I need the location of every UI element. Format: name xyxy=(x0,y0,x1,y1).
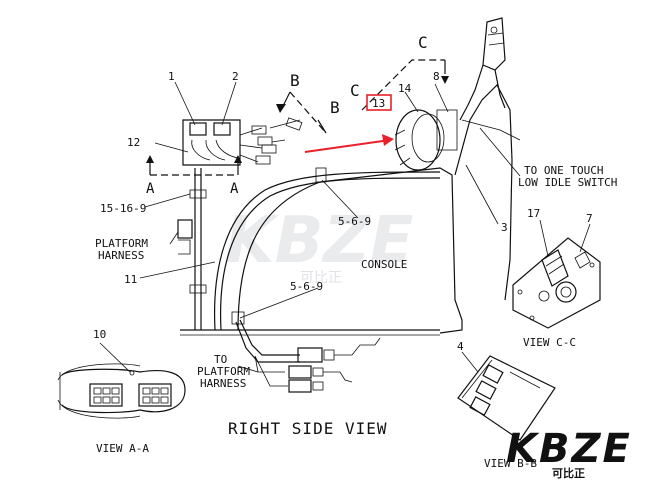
view-a-a-label: VIEW A-A xyxy=(96,442,149,455)
switch-assembly xyxy=(394,109,458,171)
callout-2: 2 xyxy=(232,70,239,83)
callout-17: 17 xyxy=(527,207,540,220)
to-platform-label-1: TO xyxy=(214,353,227,366)
platform-harness-label-1: PLATFORM xyxy=(95,237,148,250)
logo-chinese: 可比正 xyxy=(552,466,585,480)
view-b-b-label: VIEW B-B xyxy=(484,457,537,470)
callout-11: 11 xyxy=(124,273,137,286)
watermark-brand: KBZE xyxy=(225,204,414,278)
callout-13: 13 xyxy=(372,97,385,110)
kbze-logo: KBZE 可比正 xyxy=(506,426,632,480)
console-body: CONSOLE xyxy=(180,83,521,336)
callout-5-6-9-upper: 5-6-9 xyxy=(338,215,371,228)
section-markers: A A B B C C xyxy=(146,33,449,197)
platform-harness-label-2: HARNESS xyxy=(98,249,144,262)
callout-1: 1 xyxy=(168,70,175,83)
highlight-13 xyxy=(304,94,394,153)
callout-13-box xyxy=(366,94,392,111)
view-c-c: 17 7 VIEW C-C xyxy=(512,207,601,349)
section-a-left: A xyxy=(146,181,155,197)
watermark-chinese: 可比正 xyxy=(300,270,342,286)
to-platform-label-3: HARNESS xyxy=(200,377,246,390)
section-b-left: B xyxy=(290,71,300,90)
callout-4: 4 xyxy=(457,340,464,353)
left-harness xyxy=(177,168,207,330)
section-c-right: C xyxy=(418,33,428,52)
view-b-b: 4 VIEW B-B xyxy=(457,340,556,470)
callout-15-16-9: 15-16-9 xyxy=(100,202,146,215)
logo-brand: KBZE xyxy=(506,426,632,472)
platform-connectors xyxy=(254,337,381,393)
view-a-a: 10 VIEW A-A xyxy=(57,328,186,455)
to-platform-label-2: PLATFORM xyxy=(197,365,250,378)
center-watermark: KBZE 可比正 xyxy=(225,204,414,286)
one-touch-label-1: TO ONE TOUCH xyxy=(524,164,603,177)
callout-14: 14 xyxy=(398,82,412,95)
one-touch-label-2: LOW IDLE SWITCH xyxy=(518,176,617,189)
callout-7: 7 xyxy=(586,212,593,225)
joystick xyxy=(459,17,506,121)
callout-3: 3 xyxy=(501,221,508,234)
callout-leaders xyxy=(139,81,521,373)
section-a-right: A xyxy=(230,181,239,197)
callout-5-6-9-lower: 5-6-9 xyxy=(290,280,323,293)
annotation-labels: PLATFORM HARNESS TO PLATFORM HARNESS TO … xyxy=(95,164,617,390)
view-c-c-label: VIEW C-C xyxy=(523,336,576,349)
right-side-view-title: RIGHT SIDE VIEW xyxy=(228,419,388,438)
callout-12: 12 xyxy=(127,136,140,149)
section-c-left: C xyxy=(350,81,360,100)
callout-10: 10 xyxy=(93,328,106,341)
callout-numbers: 1 2 12 15-16-9 11 5-6-9 5-6-9 13 14 8 3 xyxy=(100,70,508,293)
section-b-right: B xyxy=(330,98,340,117)
relay-harness-box xyxy=(182,117,303,166)
console-label: CONSOLE xyxy=(361,258,407,271)
main-cable xyxy=(213,167,441,363)
callout-8: 8 xyxy=(433,70,440,83)
